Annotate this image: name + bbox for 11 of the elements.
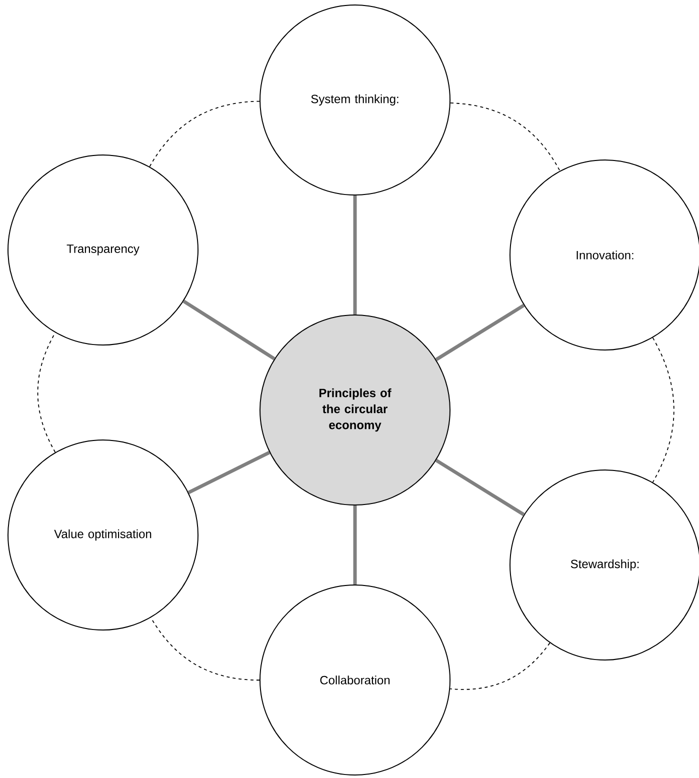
spoke-line bbox=[188, 450, 270, 494]
dashed-arc bbox=[652, 337, 674, 483]
dashed-arc bbox=[149, 100, 260, 168]
dashed-arc bbox=[450, 102, 560, 172]
spoke-line bbox=[353, 196, 357, 314]
dashed-arc bbox=[150, 617, 260, 681]
spoke-line bbox=[435, 304, 525, 362]
spoke-line bbox=[435, 458, 525, 516]
spoke-line bbox=[182, 300, 276, 360]
spoke-line bbox=[353, 506, 357, 584]
dashed-arc bbox=[450, 642, 550, 690]
